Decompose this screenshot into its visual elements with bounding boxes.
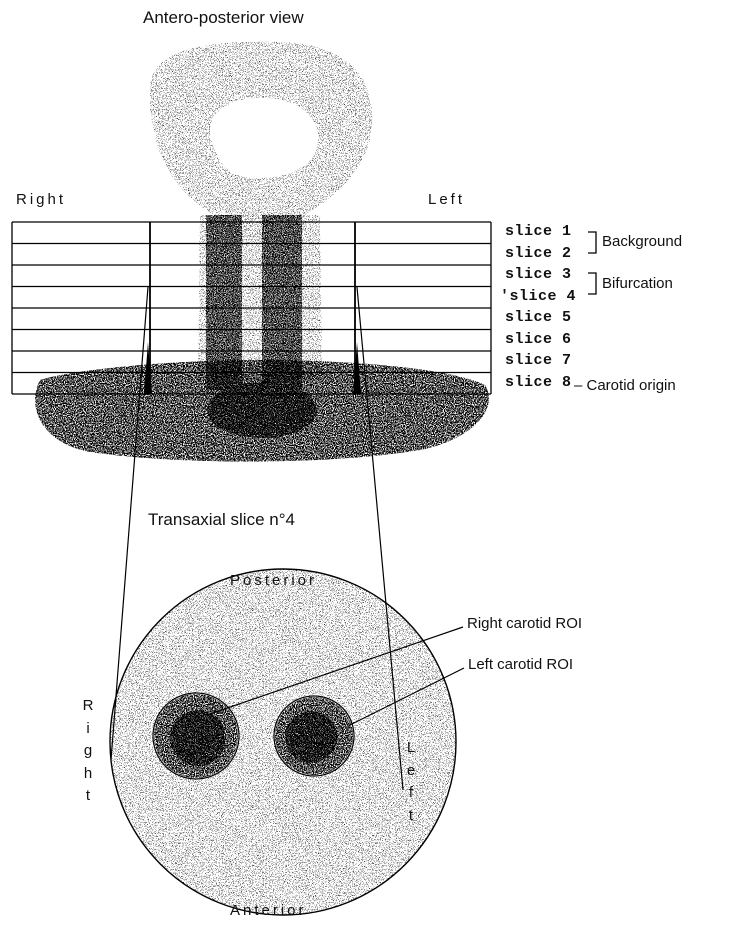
slice-label: slice 2 bbox=[505, 245, 572, 262]
background-label: Background bbox=[602, 233, 682, 250]
left-vertical-letter: L bbox=[404, 737, 418, 760]
bifurcation-label: Bifurcation bbox=[602, 275, 673, 292]
right-carotid-roi-label: Right carotid ROI bbox=[467, 615, 582, 632]
right-label: Right bbox=[16, 191, 66, 208]
posterior-label: Posterior bbox=[230, 572, 317, 589]
scintigram-image bbox=[35, 42, 489, 462]
slice-label: slice 8 bbox=[505, 374, 572, 391]
right-carotid-roi-core bbox=[170, 710, 226, 766]
antero-posterior-title: Antero-posterior view bbox=[143, 8, 304, 28]
anterior-label: Anterior bbox=[230, 902, 307, 919]
transaxial-slice-title: Transaxial slice n°4 bbox=[148, 510, 295, 530]
left-carotid-roi-label: Left carotid ROI bbox=[468, 656, 573, 673]
slice-label: slice 5 bbox=[505, 309, 572, 326]
background-bracket bbox=[588, 232, 596, 253]
right-vertical-letter: t bbox=[81, 785, 95, 808]
slice-label: slice 1 bbox=[505, 223, 572, 240]
slice-label: slice 6 bbox=[505, 331, 572, 348]
bifurcation-bracket bbox=[588, 273, 596, 294]
right-vertical-letter: h bbox=[81, 763, 95, 786]
slice-label: slice 3 bbox=[505, 266, 572, 283]
left-label: Left bbox=[428, 191, 465, 208]
mediastinum-activity bbox=[207, 382, 317, 438]
left-vertical-letter: t bbox=[404, 805, 418, 828]
left-vertical-letter: e bbox=[404, 760, 418, 783]
head-activity bbox=[150, 42, 372, 240]
slice-label: 'slice 4 bbox=[500, 288, 576, 305]
right-vertical-letter: g bbox=[81, 740, 95, 763]
left-vertical-letter: f bbox=[404, 782, 418, 805]
slice-label: slice 7 bbox=[505, 352, 572, 369]
right-vertical-letter: R bbox=[81, 695, 95, 718]
carotid-origin-label: – Carotid origin bbox=[574, 377, 676, 394]
right-vertical-letter: i bbox=[81, 718, 95, 741]
left-carotid-roi-core bbox=[285, 711, 337, 763]
